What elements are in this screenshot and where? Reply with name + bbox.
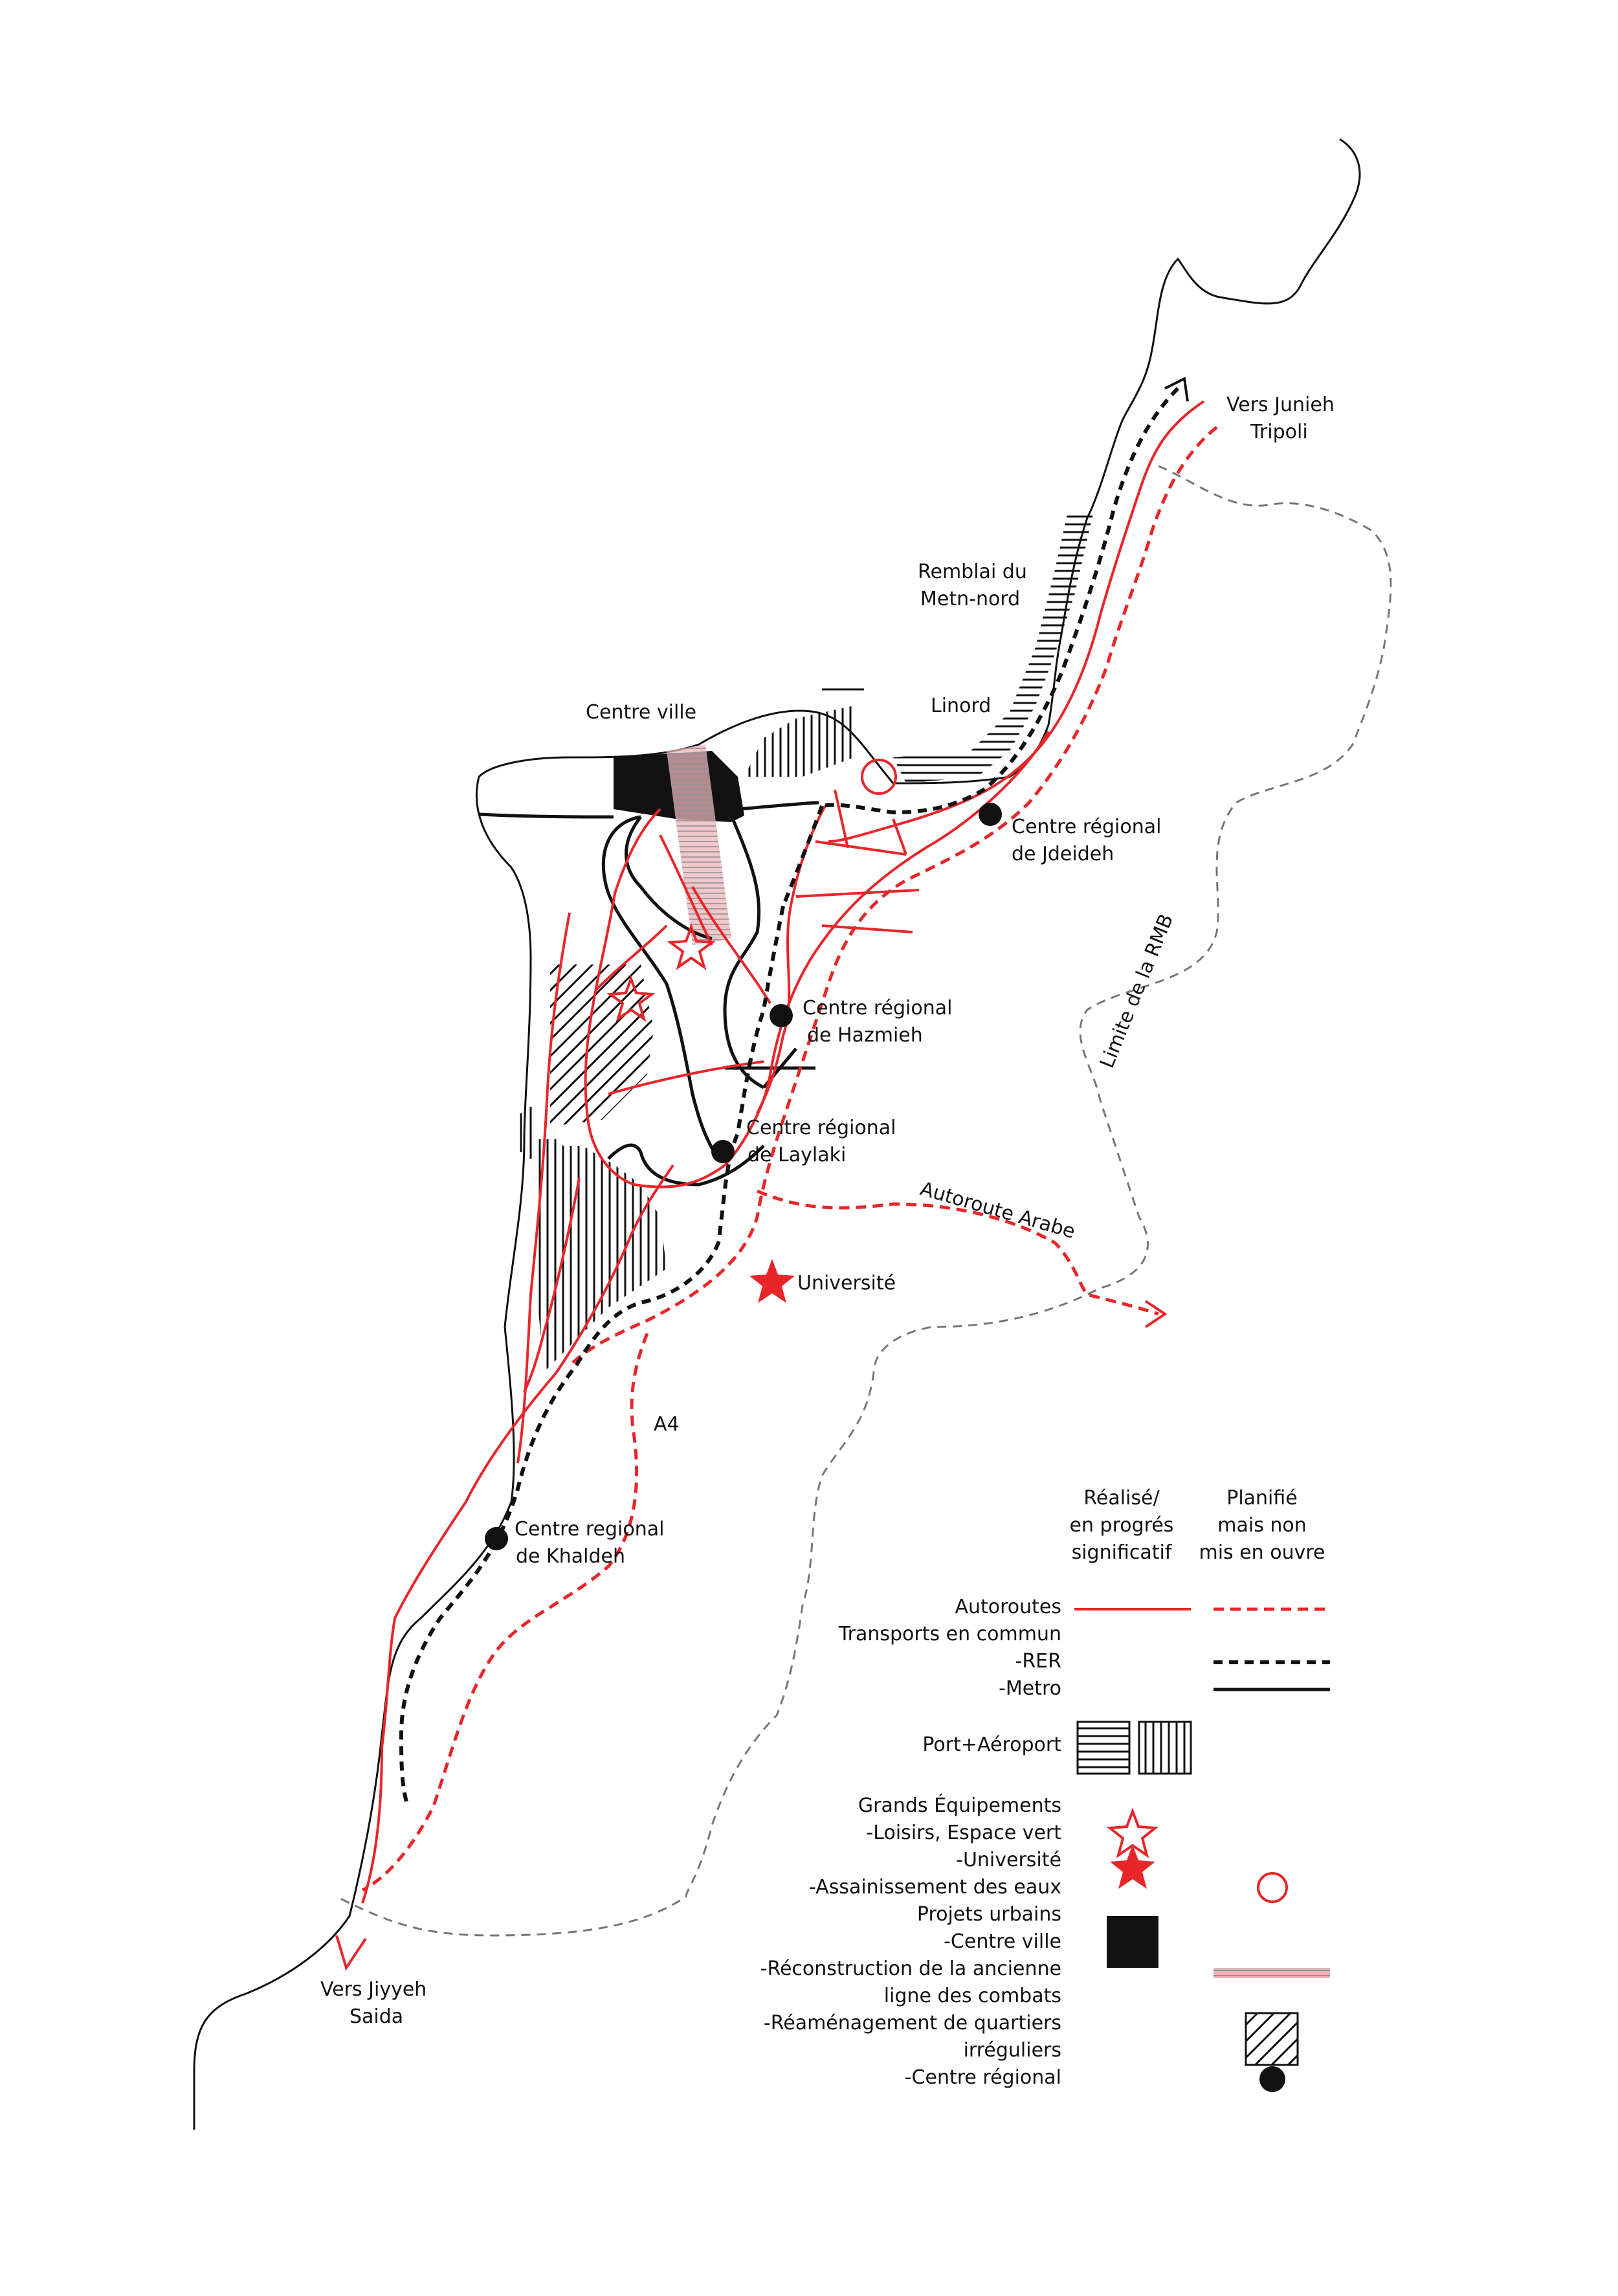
legend-port-aeroport: Port+Aéroport: [922, 1733, 1061, 1756]
label-linord: Linord: [931, 695, 991, 717]
legend-port-swatch: [1076, 1721, 1131, 1775]
highways-planned: [361, 426, 1218, 1892]
centre-laylaki-dot[interactable]: [711, 1140, 735, 1163]
legend-col-realise-3: significatif: [1072, 1541, 1173, 1564]
label-autoroute-arabe: Autoroute Arabe: [918, 1177, 1078, 1243]
coastline: [193, 138, 1361, 2130]
green-line-hatch: [667, 744, 731, 945]
arrow-north-rer: [1164, 376, 1189, 402]
label-remblai-1: Remblai du: [918, 561, 1027, 583]
label-centre-ville: Centre ville: [586, 701, 696, 724]
label-jdeideh-2: de Jdeideh: [1012, 843, 1114, 865]
centre-jdeideh-dot[interactable]: [979, 803, 1002, 826]
loisirs-star-2: [606, 975, 656, 1022]
label-khaldeh-1: Centre regional: [515, 1518, 664, 1541]
legend-col-planifie-3: mis en ouvre: [1199, 1541, 1325, 1564]
assainissement-circle: [861, 759, 897, 795]
rer-lines: [399, 386, 1180, 1807]
legend-reconstruction-2: ligne des combats: [884, 1985, 1061, 2007]
label-vers-junieh: Vers Junieh: [1226, 394, 1335, 416]
metro-lines: [478, 801, 819, 1187]
legend-col-planifie-2: mais non: [1217, 1514, 1307, 1537]
label-laylaki-1: Centre régional: [746, 1117, 896, 1139]
port-hatch-vertical: [744, 706, 854, 777]
arrow-autoroute-arabe: [1144, 1300, 1168, 1328]
loisirs-star-1: [667, 923, 716, 970]
legend-reamenagement-2: irréguliers: [964, 2039, 1061, 2062]
label-tripoli: Tripoli: [1250, 421, 1308, 443]
legend-col-realise-2: en progrés: [1070, 1514, 1174, 1537]
legend-reconstruction-1: -Réconstruction de la ancienne: [760, 1957, 1061, 1980]
universite-star[interactable]: [749, 1259, 795, 1303]
legend-metro: -Metro: [999, 1677, 1061, 1700]
legend-autoroutes: Autoroutes: [955, 1596, 1061, 1618]
legend-col-planifie-1: Planifié: [1226, 1487, 1298, 1510]
centre-hazmieh-dot[interactable]: [770, 1004, 793, 1027]
label-universite: Université: [797, 1272, 896, 1295]
label-saida: Saida: [349, 2005, 403, 2028]
legend-col-realise-1: Réalisé/: [1083, 1487, 1160, 1510]
legend-reconstruction-hatch: [1214, 1968, 1330, 1978]
legend-rer: -RER: [1015, 1650, 1061, 1673]
legend-centre-regional: -Centre régional: [905, 2066, 1061, 2089]
legend-grands-equipements: Grands Équipements: [858, 1794, 1061, 1817]
legend-loisirs: -Loisirs, Espace vert: [866, 1822, 1061, 1844]
legend-reamenagement-swatch: [1245, 2012, 1299, 2066]
label-khaldeh-2: de Khaldeh: [516, 1545, 625, 1568]
legend-transports: Transports en commun: [838, 1623, 1061, 1645]
legend-projets-urbains: Projets urbains: [917, 1903, 1061, 1926]
legend-reamenagement-1: -Réaménagement de quartiers: [764, 2012, 1061, 2034]
label-hazmieh-2: de Hazmieh: [807, 1024, 923, 1047]
legend: Réalisé/ en progrés significatif Planifi…: [760, 1487, 1330, 2092]
label-laylaki-2: de Laylaki: [748, 1144, 846, 1166]
label-limite-rmb: Limite de la RMB: [1096, 911, 1178, 1071]
legend-universite: -Université: [956, 1849, 1061, 1871]
centre-khaldeh-dot[interactable]: [485, 1527, 508, 1550]
label-a4: A4: [654, 1413, 680, 1436]
port-remblai-hatch: [893, 511, 1094, 783]
legend-centre-ville: -Centre ville: [944, 1930, 1061, 1953]
legend-assainissement-circle: [1257, 1872, 1288, 1903]
label-vers-jiyyeh: Vers Jiyyeh: [320, 1978, 427, 2001]
label-remblai-2: Metn-nord: [920, 588, 1020, 610]
label-jdeideh-1: Centre régional: [1012, 816, 1161, 838]
legend-assainissement: -Assainissement des eaux: [809, 1876, 1061, 1899]
legend-centre-regional-dot: [1259, 2066, 1285, 2092]
legend-universite-star: [1110, 1845, 1155, 1889]
airport-hatch: [537, 1139, 667, 1372]
highways-realised: [361, 400, 1205, 1904]
irregular-quarters-hatch: [550, 964, 654, 1126]
label-hazmieh-1: Centre régional: [803, 997, 952, 1020]
rmb-boundary: [336, 465, 1392, 1937]
legend-centre-ville-swatch: [1107, 1916, 1158, 1968]
arrow-south: [335, 1935, 367, 1971]
legend-airport-swatch: [1138, 1721, 1192, 1775]
